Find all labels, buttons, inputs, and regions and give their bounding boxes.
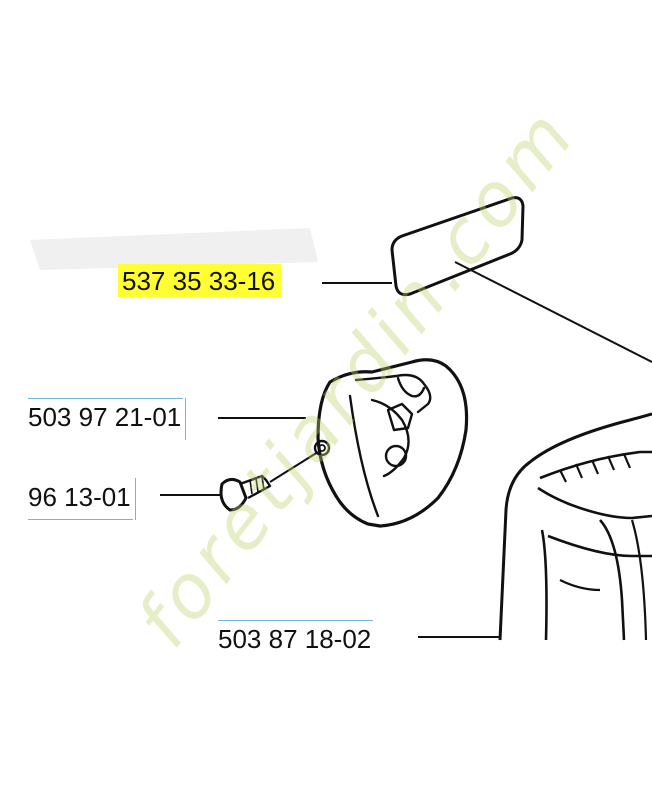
housing-part bbox=[498, 412, 652, 641]
part-label-gasket: 537 35 33-16 bbox=[118, 264, 282, 297]
label-box-line bbox=[218, 620, 374, 621]
gasket-part bbox=[390, 196, 525, 297]
label-box-line bbox=[134, 478, 136, 520]
part-number-text: 503 87 18-02 bbox=[218, 624, 372, 654]
part-label-screw: 96 13-01 bbox=[28, 478, 136, 520]
cover-part bbox=[313, 358, 469, 528]
label-box-line bbox=[185, 398, 187, 440]
leader-screw-cover bbox=[269, 451, 319, 483]
label-box-line bbox=[28, 398, 184, 399]
part-number-text: 96 13-01 bbox=[28, 482, 131, 512]
scan-smudge bbox=[30, 228, 318, 270]
part-label-cover: 503 97 21-01 bbox=[28, 398, 187, 440]
screw-part bbox=[219, 474, 272, 512]
part-label-housing: 503 87 18-02 bbox=[218, 620, 374, 656]
label-box-line bbox=[28, 519, 133, 520]
part-number-text: 503 97 21-01 bbox=[28, 402, 182, 432]
leader-gasket-housing bbox=[454, 261, 652, 363]
